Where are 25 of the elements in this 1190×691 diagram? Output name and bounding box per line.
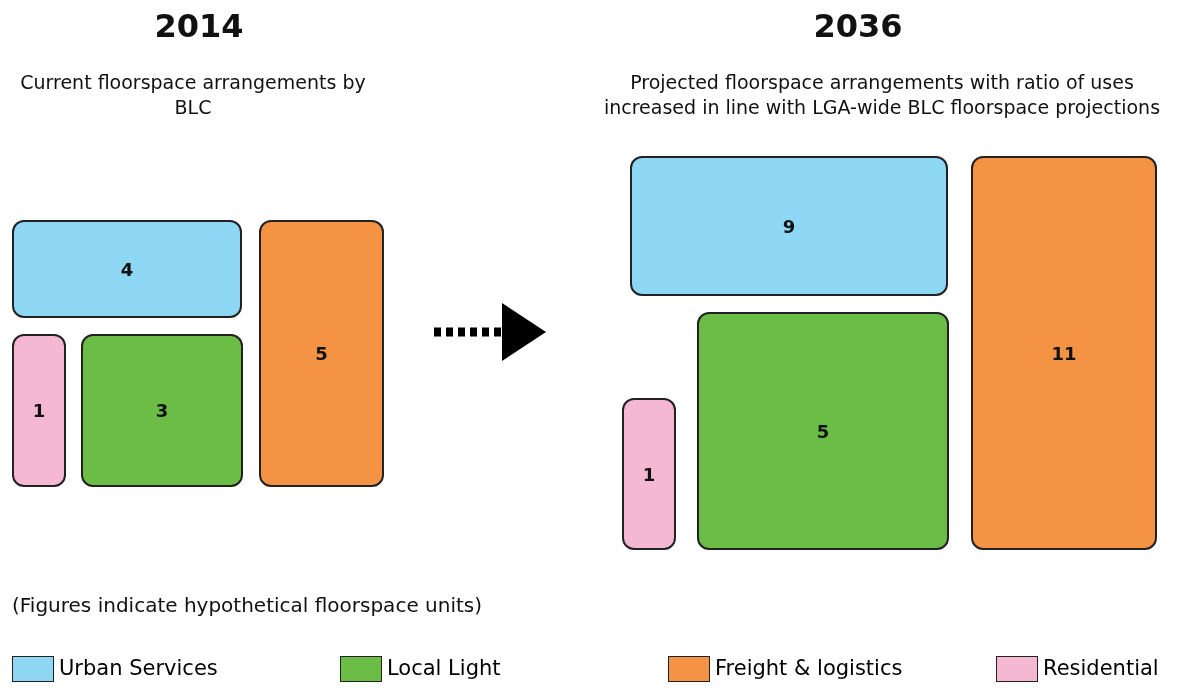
floorspace-value: 9 xyxy=(782,215,796,237)
floorspace-block xyxy=(697,312,949,550)
panel-subtitle: Current floorspace arrangements by BLC xyxy=(19,70,367,120)
year-heading: 2014 xyxy=(153,6,245,47)
legend-label: Freight & logistics xyxy=(715,656,903,680)
floorspace-block xyxy=(259,220,384,487)
legend-label: Residential xyxy=(1043,656,1159,680)
year-heading: 2036 xyxy=(812,6,904,47)
floorspace-block xyxy=(630,156,948,296)
floorspace-value: 1 xyxy=(642,463,656,485)
floorspace-block xyxy=(622,398,676,550)
floorspace-value: 4 xyxy=(120,258,134,280)
footnote: (Figures indicate hypothetical floorspace units) xyxy=(12,592,483,618)
legend-label: Local Light xyxy=(387,656,501,680)
floorspace-block xyxy=(971,156,1157,550)
floorspace-value: 11 xyxy=(1051,342,1077,364)
floorspace-block xyxy=(81,334,243,487)
floorspace-block xyxy=(12,220,242,318)
floorspace-value: 5 xyxy=(816,420,830,442)
floorspace-value: 3 xyxy=(155,400,169,421)
floorspace-value: 5 xyxy=(315,343,328,364)
floorspace-value: 1 xyxy=(32,400,46,421)
floorspace-block xyxy=(12,334,66,487)
panel-subtitle: Projected floorspace arrangements with ratio of uses increased in line with LGA-wide BLC floorspace projections xyxy=(602,70,1162,120)
legend-label: Urban Services xyxy=(59,656,218,680)
